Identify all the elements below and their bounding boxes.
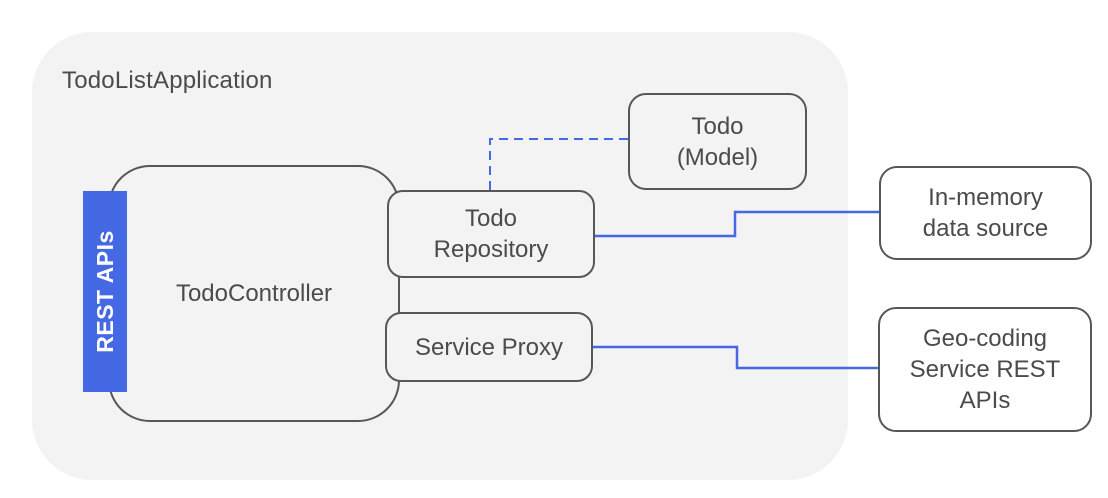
in-memory-label-line2: data source — [922, 215, 1049, 242]
todo-controller-label: TodoController — [175, 280, 333, 307]
todo-repository-label-line2: Repository — [433, 236, 549, 263]
geo-coding-label-line3: APIs — [959, 387, 1011, 414]
todo-repository-node: Todo Repository — [387, 190, 595, 278]
todo-model-label-line1: Todo — [691, 112, 744, 140]
service-proxy-node: Service Proxy — [385, 312, 593, 382]
service-proxy-label: Service Proxy — [414, 333, 564, 361]
todo-repository-label-line1: Todo — [464, 205, 518, 232]
geo-coding-service-node: Geo-coding Service REST APIs — [878, 307, 1092, 432]
todo-model-label-line2: (Model) — [676, 143, 759, 171]
rest-apis-badge-label: REST APIs — [91, 230, 118, 353]
todo-controller-node: TodoController — [108, 165, 400, 422]
todo-model-node: Todo (Model) — [628, 93, 807, 190]
geo-coding-label-line1: Geo-coding — [922, 325, 1048, 352]
geo-coding-label-line2: Service REST — [909, 356, 1061, 383]
in-memory-data-source-node: In-memory data source — [879, 166, 1092, 260]
diagram-title: TodoListApplication — [62, 67, 273, 94]
rest-apis-badge: REST APIs — [83, 191, 127, 392]
in-memory-label-line1: In-memory — [928, 184, 1043, 211]
